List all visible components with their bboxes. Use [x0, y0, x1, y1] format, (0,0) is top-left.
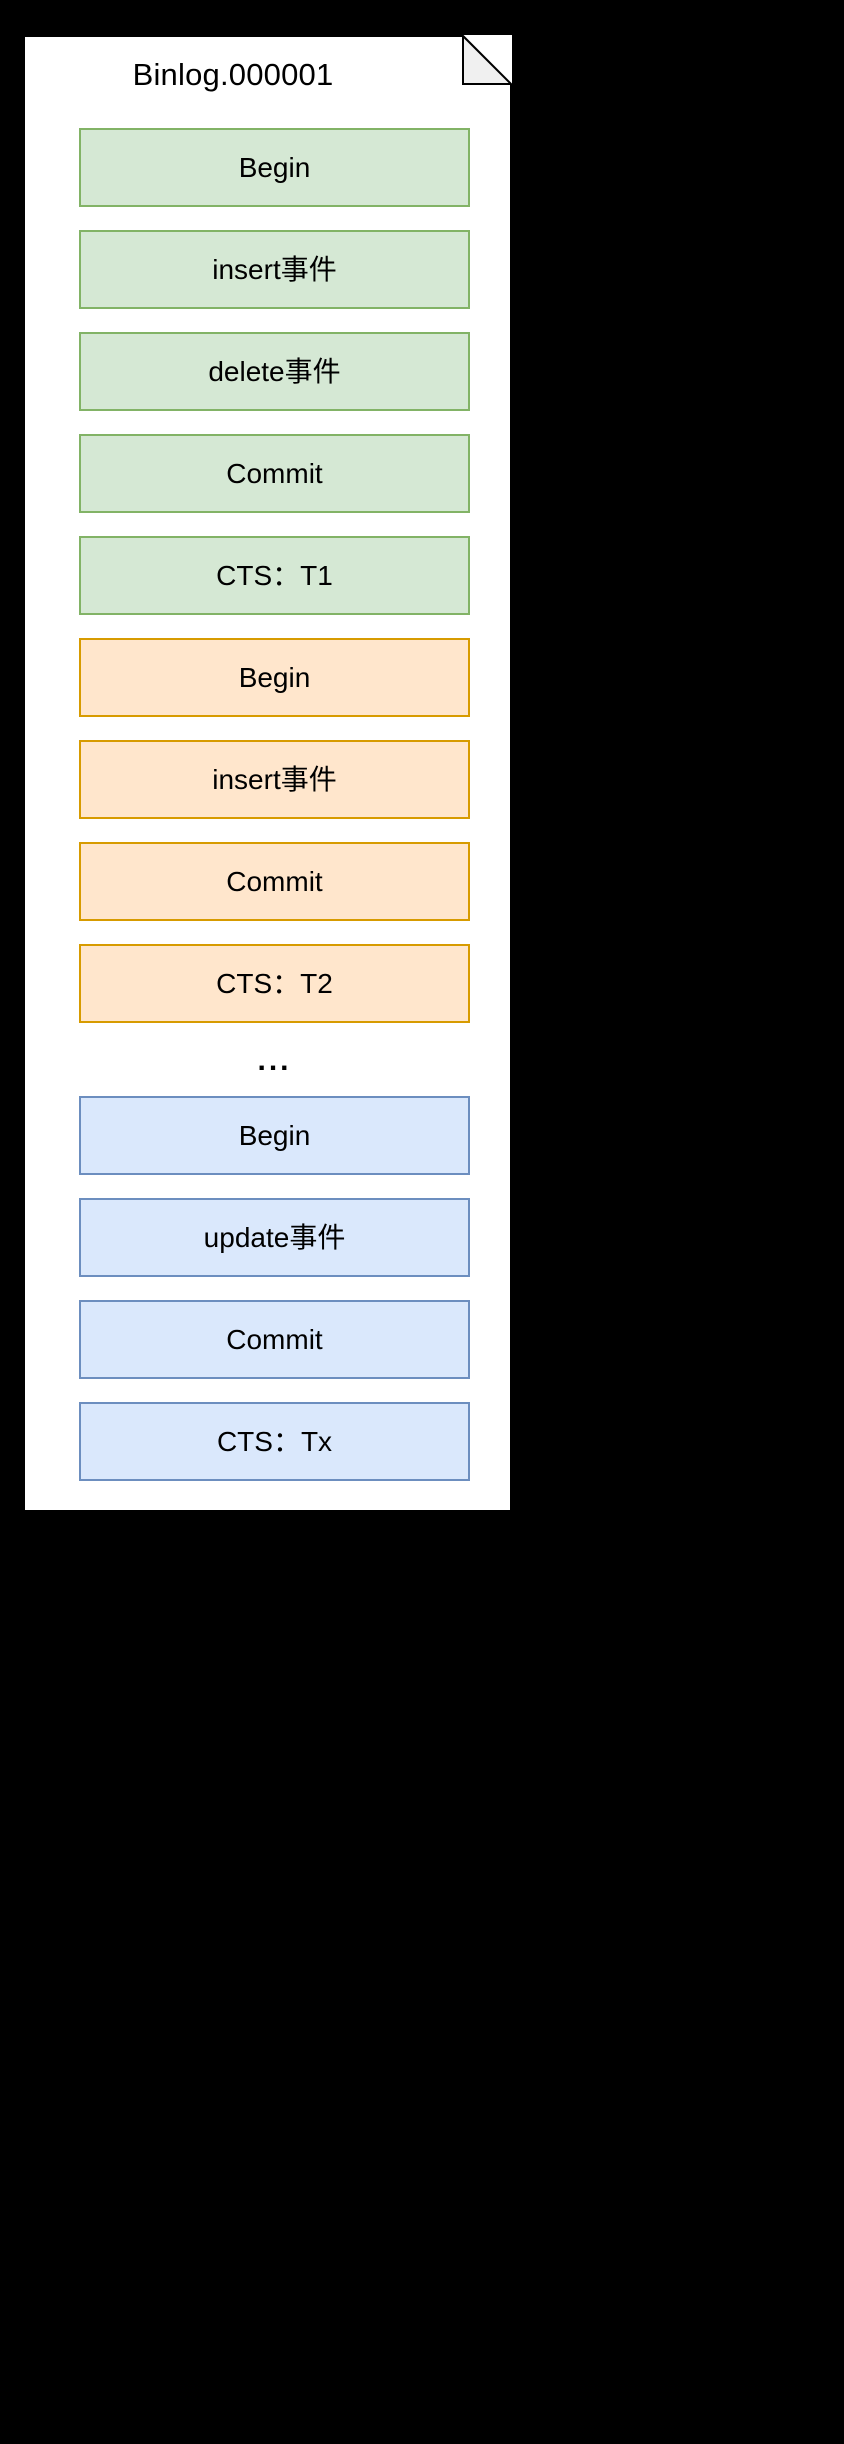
note-folded-corner [462, 35, 512, 85]
event-box-cts-tx[interactable]: CTS：Tx [79, 1402, 470, 1481]
ellipsis-separator: ... [257, 1044, 292, 1077]
event-box-delete-t1[interactable]: delete事件 [79, 332, 470, 411]
event-box-commit-t2[interactable]: Commit [79, 842, 470, 921]
event-box-begin-tx[interactable]: Begin [79, 1096, 470, 1175]
event-box-commit-tx[interactable]: Commit [79, 1300, 470, 1379]
event-box-cts-t2[interactable]: CTS：T2 [79, 944, 470, 1023]
page-title: Binlog.000001 [132, 57, 334, 92]
event-box-begin-t2[interactable]: Begin [79, 638, 470, 717]
event-box-update-tx[interactable]: update事件 [79, 1198, 470, 1277]
event-box-begin-t1[interactable]: Begin [79, 128, 470, 207]
binlog-event-stack: Begin insert事件 delete事件 Commit CTS：T1 Be… [79, 128, 470, 1504]
event-box-insert-t2[interactable]: insert事件 [79, 740, 470, 819]
event-box-insert-t1[interactable]: insert事件 [79, 230, 470, 309]
event-box-cts-t1[interactable]: CTS：T1 [79, 536, 470, 615]
binlog-file-note: Binlog.000001 Begin insert事件 delete事件 Co… [23, 35, 512, 1512]
event-box-commit-t1[interactable]: Commit [79, 434, 470, 513]
